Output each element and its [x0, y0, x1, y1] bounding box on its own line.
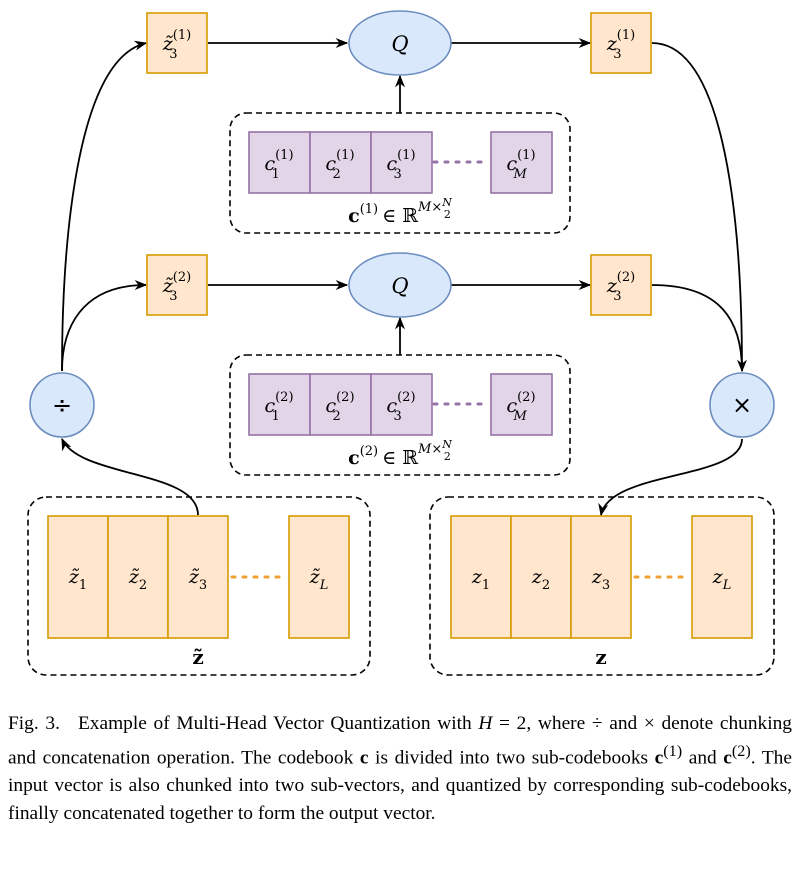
codebook1-cell-3: c(1)3: [386, 148, 415, 182]
concat-operator-symbol: ×: [732, 391, 752, 419]
codebook2-cell-3: c(2)3: [386, 390, 415, 424]
input-vector-group: [27, 496, 371, 676]
connector-mid-output-to-concat: [651, 284, 743, 372]
caption-text-5: . The input vector is also chunked into …: [8, 747, 792, 825]
output-cell-1: z1: [471, 566, 490, 593]
output-cell-3: z3: [591, 566, 610, 593]
input-cell-2: z̃2: [128, 566, 147, 593]
top-output-label: z(1)3: [606, 28, 635, 62]
top-output-box: [590, 12, 652, 74]
caption-c2-sup: (2): [731, 743, 751, 760]
caption-c1-sup: (1): [663, 743, 683, 760]
caption-c2: c: [723, 747, 732, 769]
codebook1-cell-2: c(1)2: [325, 148, 354, 182]
output-cell-2: z2: [531, 566, 550, 593]
codebook2: [248, 373, 553, 436]
mhvq-diagram: z̃(1)3 Q z(1)3 c(1)1 c(1)2 c(1)3 c(1)M c…: [27, 10, 775, 676]
output-cell-l: zL: [712, 566, 732, 593]
mid-output-label: z(2)3: [606, 270, 635, 304]
top-quantizer: [348, 10, 452, 76]
input-cell-3: z̃3: [188, 566, 207, 593]
codebook2-cell-m: c(2)M: [506, 390, 535, 424]
input-cell-1: z̃1: [68, 566, 87, 593]
input-cell-l: z̃L: [309, 566, 329, 593]
top-input-box: [146, 12, 208, 74]
output-vector-group: [429, 496, 775, 676]
input-vector-label: z̃: [192, 645, 203, 669]
concat-operator: [709, 372, 775, 438]
codebook2-cell-2: c(2)2: [325, 390, 354, 424]
caption-text-4: and: [682, 747, 724, 769]
input-vector: [47, 515, 350, 639]
codebook1-cell-m: c(1)M: [506, 148, 535, 182]
figure-caption: Fig. 3. Example of Multi-Head Vector Quan…: [8, 710, 792, 828]
mid-output-box: [590, 254, 652, 316]
output-vector: [450, 515, 753, 639]
output-vector-label: z: [595, 645, 606, 669]
mid-input-box: [146, 254, 208, 316]
connector-chunk-to-top: [61, 40, 148, 372]
connector-chunk-to-mid: [61, 279, 148, 372]
top-input-label: z̃(1)3: [162, 28, 191, 62]
caption-text-1: Example of Multi-Head Vector Quantizatio…: [77, 713, 479, 734]
chunk-operator: [29, 372, 95, 438]
caption-label: Fig. 3.: [8, 713, 60, 734]
chunk-operator-symbol: ÷: [52, 391, 72, 419]
connector-concat-to-output: [598, 438, 743, 517]
codebook1-cell-1: c(1)1: [264, 148, 293, 182]
caption-text-3: is divided into two sub-codebooks: [368, 747, 655, 769]
mid-input-label: z̃(2)3: [162, 270, 191, 304]
codebook2-cell-1: c(2)1: [264, 390, 293, 424]
connector-top-output-to-concat: [651, 42, 748, 373]
caption-text-2: = 2, where ÷ and × denote chunking and c…: [8, 713, 793, 769]
top-quantizer-label: Q: [391, 32, 408, 56]
caption-c: c: [359, 747, 369, 769]
codebook1: [248, 131, 553, 194]
caption-c1: c: [654, 747, 664, 769]
caption-h: H: [478, 713, 493, 734]
connector-input-to-chunk: [61, 437, 199, 516]
mid-quantizer-label: Q: [391, 274, 408, 298]
mid-quantizer: [348, 252, 452, 318]
